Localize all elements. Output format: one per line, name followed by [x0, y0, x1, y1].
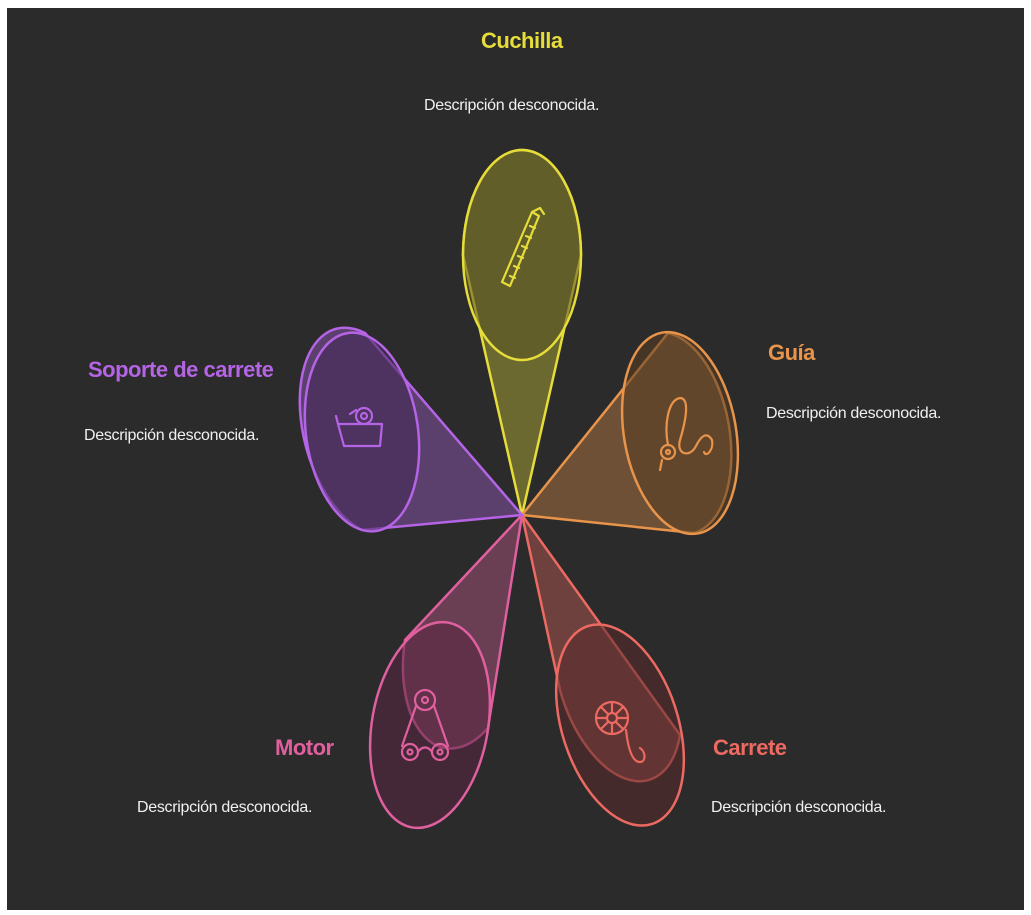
- title-guia: Guía: [768, 340, 815, 365]
- title-cuchilla: Cuchilla: [481, 28, 563, 53]
- saw-icon: [500, 206, 546, 288]
- petal-guia: [520, 330, 740, 536]
- petal-carrete: [520, 513, 686, 827]
- description-motor: Descripción desconocida.: [137, 799, 313, 816]
- description-guia: Descripción desconocida.: [766, 405, 942, 422]
- title-motor: Motor: [275, 735, 334, 760]
- motor-belt-icon: [400, 688, 450, 762]
- description-carrete: Descripción desconocida.: [711, 799, 887, 816]
- title-soporte: Soporte de carrete: [88, 357, 274, 382]
- petal-motor: [368, 513, 524, 830]
- description-cuchilla: Descripción desconocida.: [424, 97, 600, 114]
- petal-soporte-disc: [303, 331, 421, 533]
- title-carrete: Carrete: [713, 735, 787, 760]
- petal-motor-disc: [368, 620, 492, 830]
- guide-thread-icon: [658, 396, 714, 472]
- tape-dispenser-icon: [334, 406, 384, 448]
- reel-icon: [594, 700, 646, 764]
- petal-cuchilla: [461, 148, 583, 517]
- description-soporte: Descripción desconocida.: [84, 427, 260, 444]
- petal-guia-disc: [620, 330, 740, 536]
- petal-soporte: [298, 326, 524, 533]
